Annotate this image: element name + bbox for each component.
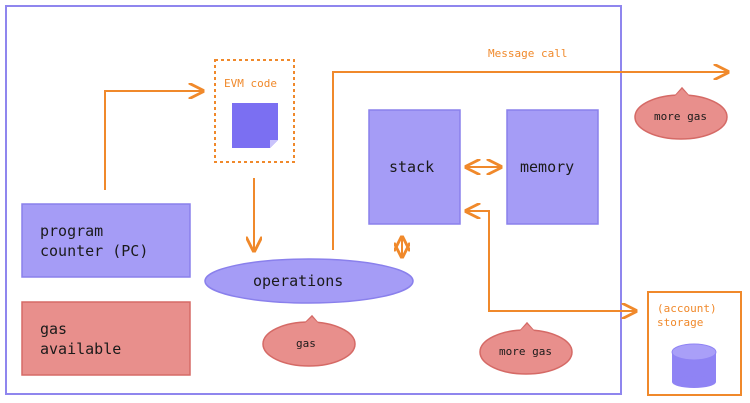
- pc-to-evm-code-arrow: [104, 91, 203, 190]
- gas-available-box: [21, 301, 191, 376]
- document-icon: [232, 103, 278, 148]
- storage-box: [647, 291, 742, 396]
- more-gas-bubble-bottom-icon: [479, 321, 573, 375]
- account-storage-label: (account) storage: [657, 302, 717, 329]
- evm-frame: [5, 5, 622, 395]
- program-counter-box: [21, 203, 191, 278]
- database-icon: [671, 343, 717, 388]
- operations-ellipse: [204, 258, 414, 304]
- storage-arrow: [466, 211, 636, 311]
- evm-code-label: EVM code: [224, 77, 277, 90]
- program-counter-label: program counter (PC): [40, 222, 149, 260]
- operations-label: operations: [253, 272, 344, 290]
- gas-bubble-icon: [262, 314, 356, 367]
- stack-label: stack: [389, 158, 435, 176]
- message-call-label: Message call: [488, 47, 568, 60]
- gas-label: gas: [296, 337, 316, 350]
- stack-box: [368, 109, 461, 225]
- more-gas-bottom-label: more gas: [499, 345, 552, 358]
- gas-available-label: gas available: [40, 320, 122, 358]
- more-gas-bubble-top-icon: [634, 86, 728, 140]
- more-gas-top-label: more gas: [654, 110, 707, 123]
- memory-label: memory: [520, 158, 575, 176]
- message-call-arrow: [332, 72, 728, 250]
